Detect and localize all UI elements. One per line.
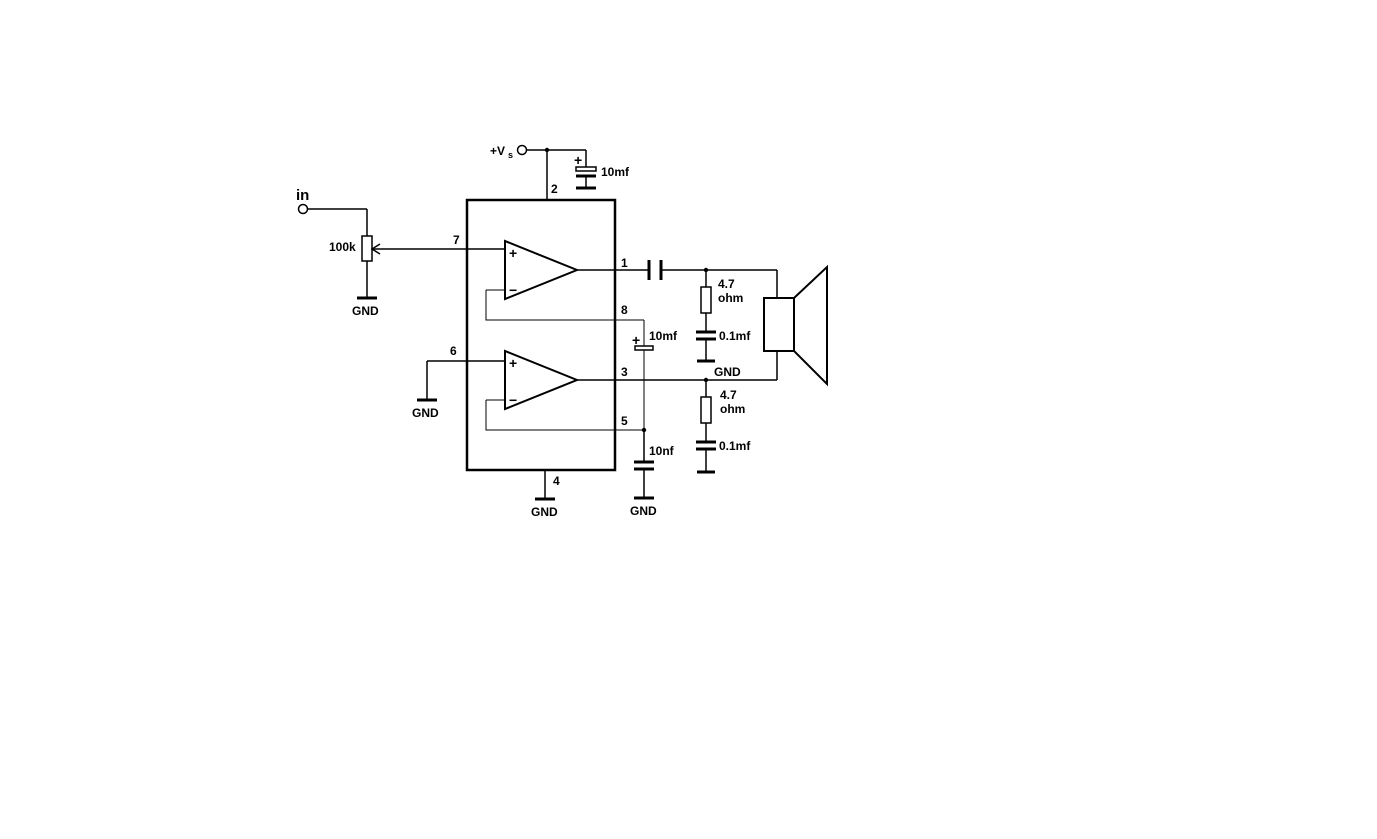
inverting-sign: − xyxy=(509,392,517,408)
pin-label-1: 1 xyxy=(621,256,628,270)
res-bot-unit: ohm xyxy=(720,402,745,416)
output-lower: 3 xyxy=(577,365,777,383)
speaker xyxy=(763,264,828,387)
polarity-plus: + xyxy=(632,332,640,348)
wiper-arrow-icon xyxy=(370,243,381,255)
ic-package xyxy=(465,198,617,472)
resistor-upper xyxy=(700,286,712,314)
supply-terminal: +V s 2 xyxy=(490,144,586,200)
noninverting-sign: + xyxy=(509,355,517,371)
pin-label-5: 5 xyxy=(621,414,628,428)
resistor-lower xyxy=(700,396,712,424)
input-node-icon xyxy=(297,203,309,215)
polarity-plus: + xyxy=(574,152,582,168)
res-top-value: 4.7 xyxy=(718,277,735,291)
noninverting-sign: + xyxy=(509,245,517,261)
output-upper: 1 xyxy=(577,256,777,280)
pin-label-7: 7 xyxy=(453,233,460,247)
input-label: in xyxy=(296,187,309,204)
junction-dot xyxy=(544,147,550,153)
pin-label-2: 2 xyxy=(551,182,558,196)
zobel-lower: 4.7 ohm 0.1mf xyxy=(696,380,751,474)
pin-label-8: 8 xyxy=(621,303,628,317)
gnd-label-pot: GND xyxy=(352,304,379,318)
pin5-capacitor: 10nf GND xyxy=(630,430,675,518)
potentiometer xyxy=(361,235,373,262)
inverting-sign: − xyxy=(509,282,517,298)
pin6-ground: GND 6 xyxy=(412,344,505,420)
cap-pin5-value: 10nf xyxy=(649,444,675,458)
pin4-ground: 4 GND xyxy=(531,470,560,519)
zobel-upper: 4.7 ohm 0.1mf GND xyxy=(696,270,751,379)
gnd-label-pin6: GND xyxy=(412,406,439,420)
supply-label-subscript: s xyxy=(508,150,513,160)
gnd-label-zobel: GND xyxy=(714,365,741,379)
speaker-cone-icon xyxy=(793,264,828,387)
gnd-label-pin4: GND xyxy=(531,505,558,519)
speaker-magnet xyxy=(763,297,795,352)
opamp-upper: + − 8 xyxy=(485,239,644,321)
cap-zobel-bot-value: 0.1mf xyxy=(719,439,751,453)
res-bot-value: 4.7 xyxy=(720,388,737,402)
input-stage: in GND 100k 7 xyxy=(296,187,505,318)
cap-bootstrap-value: 10mf xyxy=(649,329,678,343)
pot-value: 100k xyxy=(329,240,356,254)
supply-capacitor: + 10mf xyxy=(574,150,630,190)
pin-label-3: 3 xyxy=(621,365,628,379)
gnd-label-pin5: GND xyxy=(630,504,657,518)
cap-supply-value: 10mf xyxy=(601,165,630,179)
supply-node-icon xyxy=(516,144,528,156)
bootstrap-capacitor: + 10mf xyxy=(632,320,678,430)
supply-label: +V xyxy=(490,144,505,158)
opamp-lower: + − 5 xyxy=(485,349,647,433)
pin-label-6: 6 xyxy=(450,344,457,358)
pin-label-4: 4 xyxy=(553,474,560,488)
res-top-unit: ohm xyxy=(718,291,743,305)
cap-zobel-top-value: 0.1mf xyxy=(719,329,751,343)
